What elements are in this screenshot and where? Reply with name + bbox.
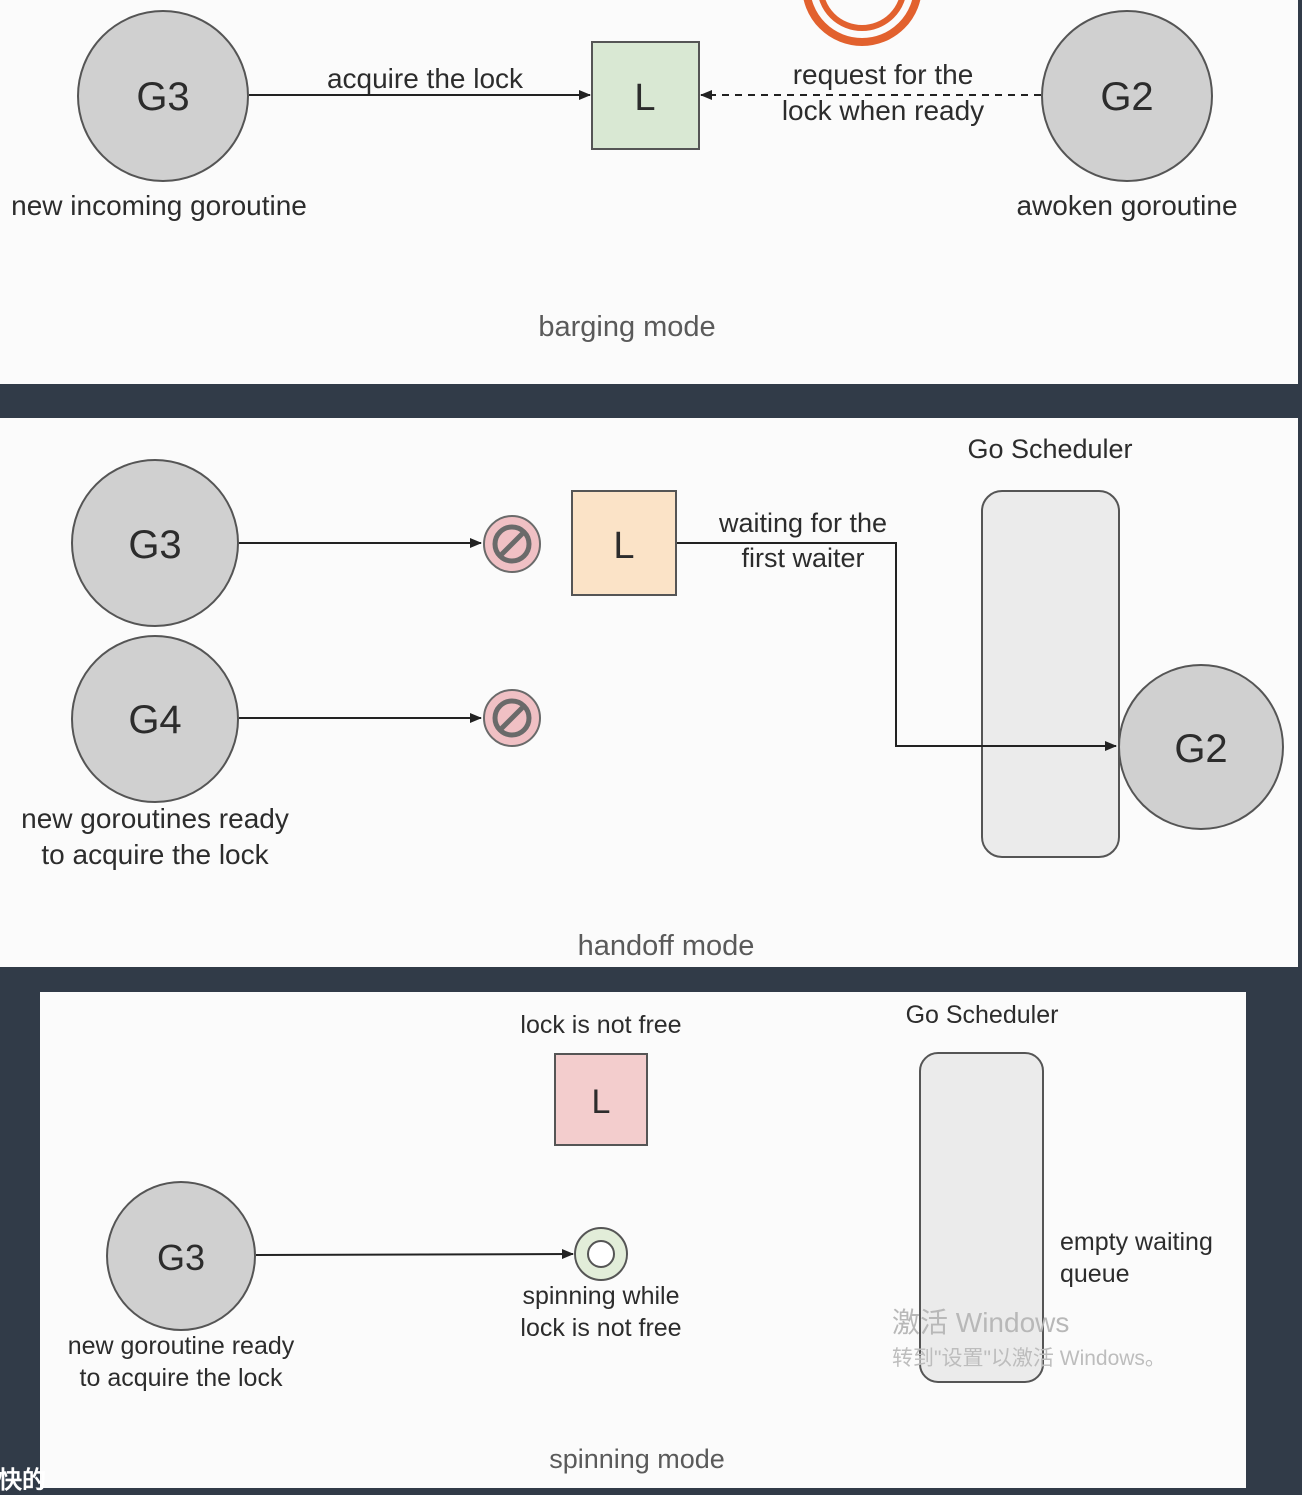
- g3-caption: new incoming goroutine: [11, 190, 307, 221]
- spin-label-line2: lock is not free: [520, 1314, 681, 1342]
- lock-label: L: [613, 525, 634, 567]
- handoff-arrow: [677, 542, 1117, 751]
- record-icon: [803, 0, 921, 46]
- g2-node: G2: [1118, 664, 1284, 830]
- g3-node: G3: [71, 459, 239, 627]
- g3-label: G3: [157, 1237, 205, 1278]
- acquire-label: acquire the lock: [327, 63, 524, 94]
- activation-watermark-line1: 激活 Windows: [892, 1307, 1069, 1338]
- scheduler-label: Go Scheduler: [906, 1001, 1059, 1029]
- spinning-icon: [574, 1227, 628, 1281]
- lock-label: L: [592, 1083, 611, 1121]
- waiting-label-line2: first waiter: [741, 543, 864, 573]
- g3-node: G3: [77, 10, 249, 182]
- handoff-diagram: Go Scheduler G3 G4 L: [21, 434, 1284, 962]
- lock-not-free-label: lock is not free: [520, 1011, 681, 1039]
- scheduler-queue: [919, 1052, 1044, 1383]
- g4-node: G4: [71, 635, 239, 803]
- scheduler-label: Go Scheduler: [967, 434, 1132, 464]
- lock-node: L: [554, 1053, 648, 1146]
- caption-line1: new goroutines ready: [21, 803, 289, 834]
- spin-arrow: [255, 1249, 574, 1260]
- blocked-icon: [483, 689, 541, 747]
- g2-caption: awoken goroutine: [1016, 190, 1237, 221]
- queue-label-line1: empty waiting: [1060, 1228, 1213, 1256]
- caption-line2: to acquire the lock: [41, 839, 269, 870]
- spinning-mode-panel: lock is not free L Go Scheduler G3 spinn…: [40, 992, 1246, 1488]
- g3-node: G3: [106, 1181, 256, 1331]
- request-label-line1: request for the: [793, 59, 974, 90]
- g2-label: G2: [1174, 727, 1227, 771]
- waiting-label-line1: waiting for the: [718, 508, 887, 538]
- activation-watermark-line2: 转到"设置"以激活 Windows。: [892, 1347, 1166, 1370]
- barging-mode-panel: G3 acquire the lock L request for the lo…: [0, 0, 1298, 384]
- caption-line2: to acquire the lock: [80, 1364, 283, 1392]
- lock-node: L: [591, 41, 700, 150]
- g3-label: G3: [128, 523, 181, 567]
- g2-label: G2: [1100, 75, 1153, 119]
- spinning-diagram: lock is not free L Go Scheduler G3 spinn…: [68, 1001, 1213, 1474]
- g2-node: G2: [1041, 10, 1213, 182]
- barging-diagram: G3 acquire the lock L request for the lo…: [11, 0, 1238, 343]
- g3-label: G3: [136, 75, 189, 119]
- caption-line1: new goroutine ready: [68, 1332, 295, 1360]
- request-label-line2: lock when ready: [782, 95, 984, 126]
- handoff-mode-panel: Go Scheduler G3 G4 L: [0, 418, 1298, 967]
- g4-label: G4: [128, 698, 181, 742]
- spin-label-line1: spinning while: [522, 1282, 679, 1310]
- corner-subtitle: 快的: [0, 1467, 46, 1494]
- blocked-icon: [483, 515, 541, 573]
- spinning-title: spinning mode: [549, 1444, 725, 1474]
- lock-label: L: [634, 77, 655, 119]
- barging-title: barging mode: [538, 311, 715, 343]
- queue-label-line2: queue: [1060, 1260, 1130, 1288]
- lock-node: L: [571, 490, 677, 596]
- scheduler-queue: [981, 490, 1120, 858]
- handoff-title: handoff mode: [578, 930, 755, 962]
